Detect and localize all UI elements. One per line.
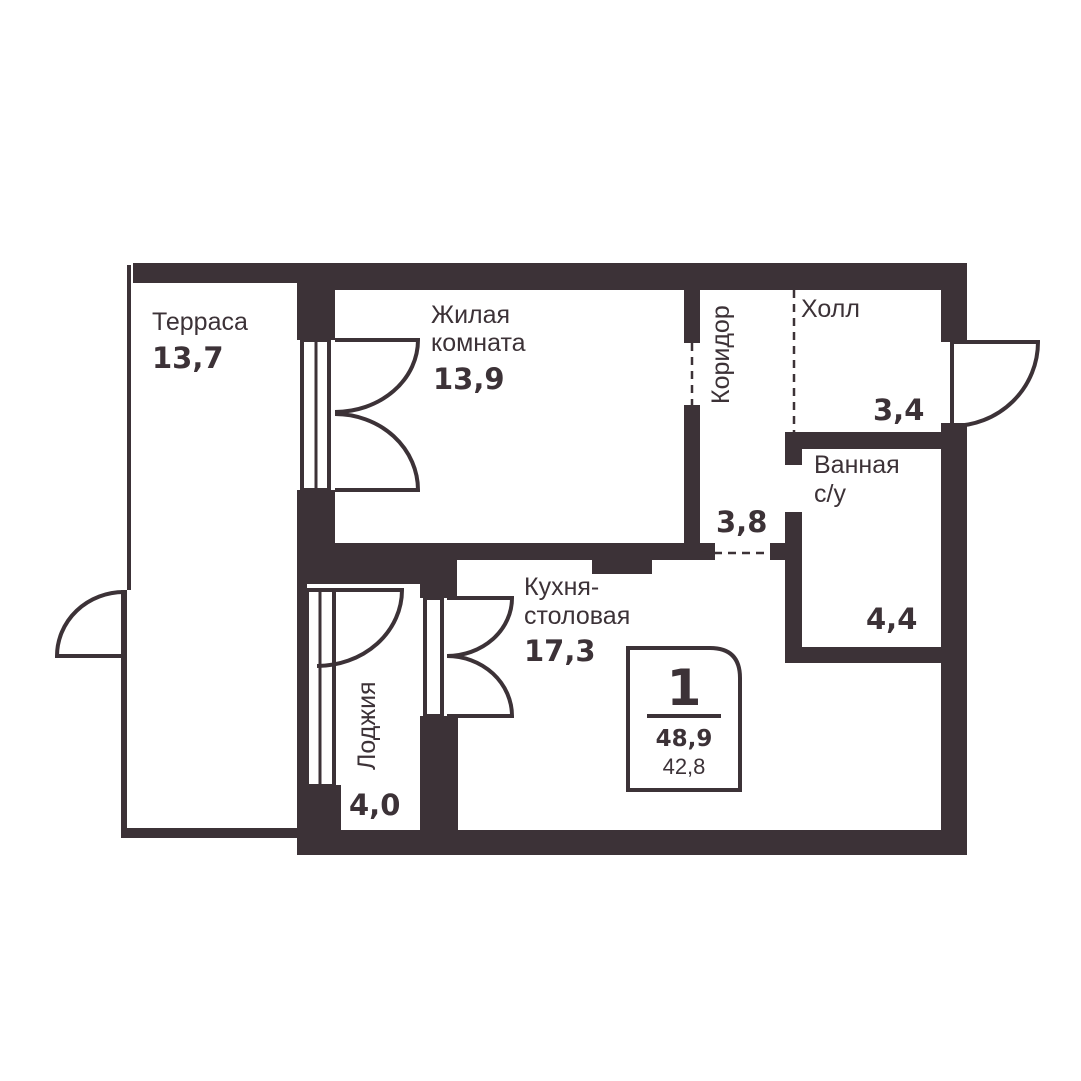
kitchen-name-line2: столовая	[524, 602, 630, 630]
living-name-line1: Жилая	[431, 301, 510, 329]
thin-lines	[54, 265, 1041, 838]
top-exterior-wall	[297, 263, 967, 290]
kitchen-window-frame	[423, 596, 444, 718]
summary-badge-frame	[626, 646, 742, 792]
terrace-name: Терраса	[152, 308, 248, 336]
living-area: 13,9	[433, 362, 505, 396]
corridor-name: Коридор	[707, 305, 735, 404]
loggia-area: 4,0	[349, 788, 400, 822]
hall-area: 3,4	[873, 393, 924, 427]
right-wall-upper	[941, 263, 967, 342]
loggia-right-wall	[420, 560, 457, 598]
loggia-door-swing	[316, 588, 405, 668]
living-bottom-wall	[297, 543, 715, 560]
rooms-count: 1	[667, 659, 702, 717]
entrance-door-swing	[950, 340, 1041, 429]
corridor-wall-lower	[684, 405, 700, 560]
corridor-wall-upper	[684, 290, 700, 343]
left-wall-top	[297, 263, 335, 340]
loggia-right-wall-low	[420, 716, 458, 855]
corridor-area: 3,8	[716, 505, 767, 539]
bathroom-bottom-wall	[785, 647, 967, 663]
living-door-swing-upper	[334, 338, 421, 414]
bathroom-area: 4,4	[866, 602, 917, 636]
total-area: 48,9	[656, 726, 713, 752]
kitchen-door-swing-lower	[446, 654, 515, 718]
living-area-total: 42,8	[663, 754, 706, 779]
terrace-top-wall	[133, 263, 297, 283]
kitchen-area: 17,3	[524, 634, 596, 668]
right-wall-lower	[941, 423, 967, 855]
terrace-area: 13,7	[152, 341, 224, 375]
left-wall-bottom	[297, 785, 341, 855]
bathroom-name-line2: с/у	[814, 480, 846, 508]
hall-name: Холл	[801, 295, 860, 323]
bathroom-top-wall	[785, 432, 967, 449]
loggia-left-strip	[297, 580, 307, 790]
walls	[122, 263, 967, 855]
kitchen-name-line1: Кухня-	[524, 573, 599, 601]
kitchen-door-swing-upper	[446, 596, 515, 658]
terrace-door-swing	[54, 589, 126, 658]
kitchen-door-stub	[592, 560, 652, 574]
terrace-bottom-wall	[122, 828, 297, 838]
bathroom-left-wall	[785, 512, 802, 663]
living-name-line2: комната	[431, 329, 526, 357]
living-door-swing-lower	[334, 412, 421, 492]
loggia-name: Лоджия	[353, 681, 381, 770]
bottom-exterior-wall	[297, 830, 967, 855]
bathroom-left-hook	[770, 543, 802, 560]
bathroom-left-stub	[785, 432, 802, 465]
bathroom-name-line1: Ванная	[814, 451, 900, 479]
